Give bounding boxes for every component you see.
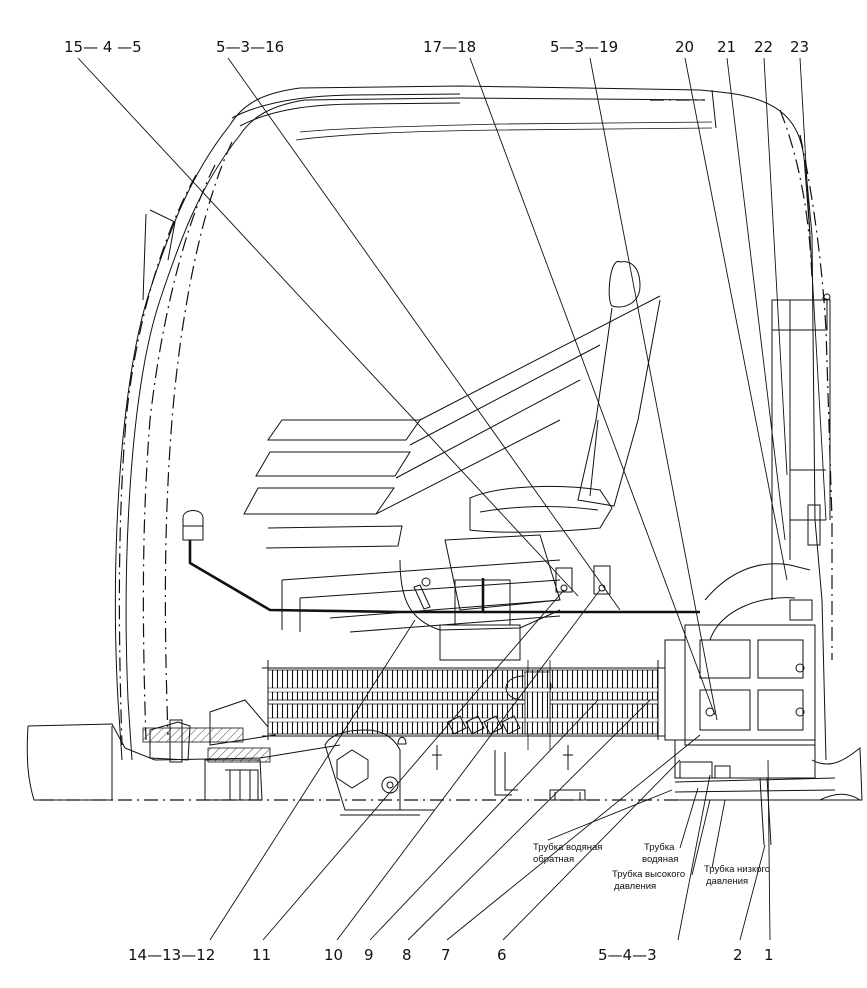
operator-seat <box>399 261 661 661</box>
label-high-pressure-pipe-2: давления <box>614 881 656 892</box>
callout-7: 7 <box>441 946 451 964</box>
label-high-pressure-pipe-1: Трубка высокого <box>612 869 685 880</box>
cab-frame <box>114 85 833 761</box>
callout-5-4-3: 5—4—3 <box>598 946 657 964</box>
callout-6: 6 <box>497 946 507 964</box>
callout-5-3-16: 5—3—16 <box>216 38 284 56</box>
callout-11: 11 <box>252 946 271 964</box>
wiring-harness <box>182 510 700 614</box>
callout-1: 1 <box>764 946 774 964</box>
floor-base <box>26 723 863 801</box>
callouts-bottom: 14—13—12 11 10 9 8 7 6 5—4—3 2 1 <box>128 946 774 964</box>
pipe-labels: Трубка водяная обратная Трубка водяная Т… <box>533 842 770 892</box>
label-water-pipe-1: Трубка <box>644 842 675 853</box>
label-low-pressure-pipe-1: Трубка низкого <box>704 864 770 875</box>
callout-14-13-12: 14—13—12 <box>128 946 215 964</box>
callout-22: 22 <box>754 38 773 56</box>
callout-20: 20 <box>675 38 694 56</box>
callout-23: 23 <box>790 38 809 56</box>
callout-21: 21 <box>717 38 736 56</box>
front-duct-outlet <box>149 699 276 801</box>
label-water-return-pipe-2: обратная <box>533 854 574 865</box>
callout-5-3-19: 5—3—19 <box>550 38 618 56</box>
leader-lines <box>77 57 827 941</box>
blower-fan-spiral <box>505 660 552 750</box>
label-low-pressure-pipe-2: давления <box>706 876 748 887</box>
rear-hvac-unit <box>664 293 831 846</box>
callout-2: 2 <box>733 946 743 964</box>
label-water-pipe-2: водяная <box>642 854 678 865</box>
callout-9: 9 <box>364 946 374 964</box>
lower-mount <box>324 729 586 816</box>
seat-cabinet-outline <box>243 295 661 633</box>
callouts-top: 15— 4 —5 5—3—16 17—18 5—3—19 20 21 22 23 <box>64 38 809 56</box>
label-water-return-pipe-1: Трубка водяная <box>533 842 602 853</box>
callout-15-4-5: 15— 4 —5 <box>64 38 142 56</box>
callout-17-18: 17—18 <box>423 38 476 56</box>
callout-8: 8 <box>402 946 412 964</box>
callout-10: 10 <box>324 946 343 964</box>
louver-slats <box>447 715 521 735</box>
heat-exchanger-coils <box>262 660 665 750</box>
